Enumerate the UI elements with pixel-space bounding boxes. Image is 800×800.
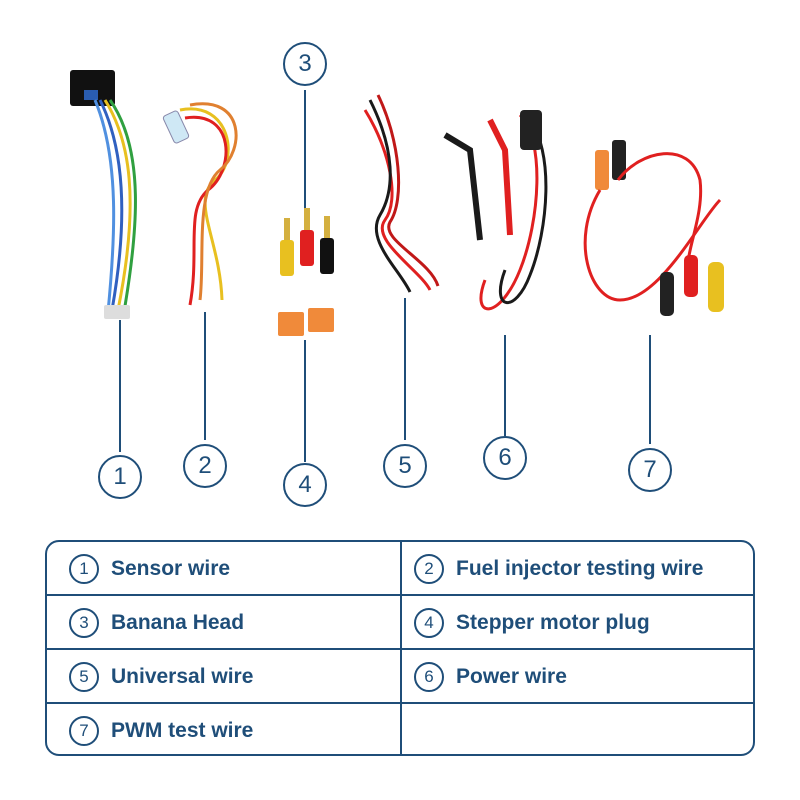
legend-number: 7 [69,716,99,746]
legend-label: Stepper motor plug [456,611,650,634]
legend-item: 6 Power wire [400,650,753,704]
legend-item: 4 Stepper motor plug [400,596,753,650]
callout-4: 4 [283,463,327,507]
legend-item: 1 Sensor wire [47,542,400,596]
legend-number: 5 [69,662,99,692]
product-illustration: 1 2 3 4 5 6 7 [70,42,724,507]
legend-label: Banana Head [111,611,245,634]
legend-label: Universal wire [111,665,254,688]
legend-item: 2 Fuel injector testing wire [400,542,753,596]
legend-number: 2 [414,554,445,584]
callout-5: 5 [383,444,427,488]
legend-item-empty [400,704,753,754]
legend-row: 3 Banana Head 4 Stepper motor plug [47,596,753,650]
legend-table: 1 Sensor wire 2 Fuel injector testing wi… [45,540,755,756]
callout-2: 2 [183,444,227,488]
sensor-wire-image [70,70,137,319]
legend-label: PWM test wire [111,719,254,742]
legend-row-divider [47,648,753,650]
legend-number: 6 [414,662,445,692]
callout-3: 3 [283,42,327,86]
legend-item: 3 Banana Head [47,596,400,650]
pwm-wire-image [583,140,724,316]
universal-wire-image [363,94,440,293]
wires-drawing [70,70,724,462]
legend-number: 3 [69,608,99,638]
legend-row-divider [47,594,753,596]
legend-label: Sensor wire [111,557,231,580]
legend-label: Fuel injector testing wire [456,557,704,580]
legend-row: 7 PWM test wire [47,704,753,754]
stepper-plug-image [278,308,334,336]
power-wire-image [443,110,548,311]
legend-row: 1 Sensor wire 2 Fuel injector testing wi… [47,542,753,596]
legend-row-divider [47,702,753,704]
injector-wire-image [162,102,238,306]
callout-1: 1 [98,455,142,499]
legend-row: 5 Universal wire 6 Power wire [47,650,753,704]
banana-head-image [280,208,334,276]
legend-label: Power wire [456,665,567,688]
legend-item: 5 Universal wire [47,650,400,704]
callout-7: 7 [628,448,672,492]
callout-6: 6 [483,436,527,480]
legend-number: 4 [414,608,445,638]
legend-number: 1 [69,554,99,584]
legend-item: 7 PWM test wire [47,704,400,754]
